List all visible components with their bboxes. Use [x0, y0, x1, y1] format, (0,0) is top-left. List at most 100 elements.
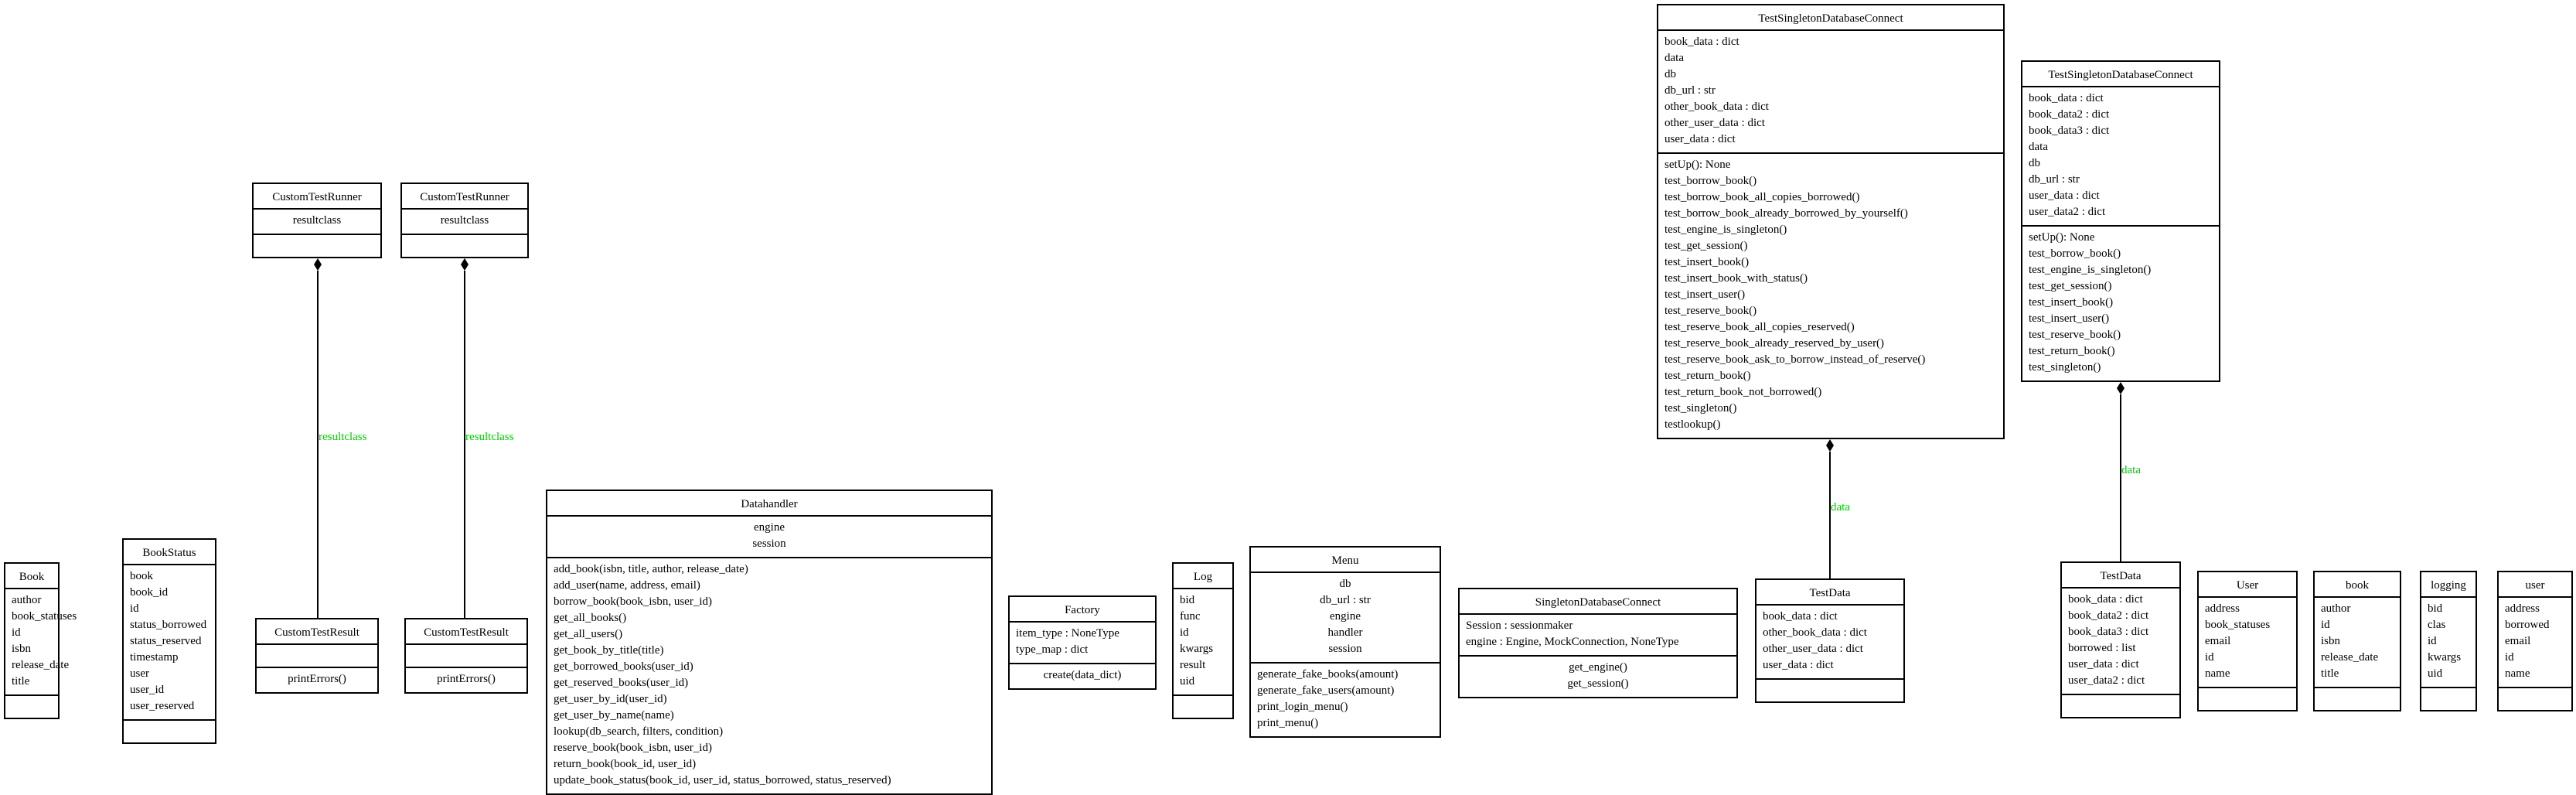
- attribute: Session : sessionmaker: [1466, 619, 1573, 632]
- class-name: TestSingletonDatabaseConnect: [1758, 12, 1903, 25]
- attribute: db_url : str: [1320, 594, 1371, 606]
- methods-section: [2062, 694, 2179, 717]
- attribute: user: [130, 667, 149, 680]
- method: create(data_dict): [1043, 669, 1122, 681]
- attribute: user_data : dict: [2029, 189, 2100, 202]
- attribute: id: [1180, 626, 1189, 639]
- edge-label: data: [1831, 501, 1850, 514]
- attribute: user_id: [130, 684, 165, 696]
- method: print_login_menu(): [1257, 701, 1348, 713]
- attribute: session: [1328, 643, 1362, 655]
- attribute: kwargs: [2428, 651, 2462, 664]
- attribute: email: [2205, 635, 2231, 647]
- method: return_book(book_id, user_id): [554, 758, 697, 770]
- attributes-section: [257, 643, 377, 667]
- method: get_all_users(): [554, 628, 623, 640]
- attribute: book_data3 : dict: [2029, 125, 2110, 137]
- attribute: engine: [754, 521, 785, 534]
- attribute: status_borrowed: [130, 619, 207, 631]
- attribute: user_data : dict: [2068, 658, 2139, 670]
- method: test_get_session(): [1665, 240, 1748, 252]
- attribute: id: [2321, 619, 2330, 631]
- attribute: user_data : dict: [1763, 659, 1834, 671]
- diamond-icon: [461, 258, 469, 271]
- attribute: user_data2 : dict: [2029, 206, 2106, 218]
- attribute: data: [2029, 141, 2048, 153]
- attribute: name: [2505, 667, 2530, 680]
- methods-section: [2315, 687, 2400, 710]
- method: get_engine(): [1569, 661, 1627, 674]
- methods-section: printErrors(): [406, 667, 526, 692]
- attribute: book_data : dict: [2029, 92, 2104, 104]
- edge-label: data: [2121, 464, 2141, 476]
- methods-section: printErrors(): [257, 667, 377, 692]
- method: test_singleton(): [2029, 361, 2101, 374]
- method: get_session(): [1567, 677, 1629, 690]
- attributes-section: resultclass: [402, 208, 527, 234]
- attributes-section: resultclass: [254, 208, 380, 234]
- method: test_insert_user(): [1665, 288, 1746, 301]
- attribute: bid: [2428, 602, 2443, 615]
- methods-section: get_engine() get_session(): [1460, 655, 1736, 697]
- attribute: resultclass: [292, 214, 342, 227]
- attribute: id: [12, 626, 21, 639]
- class-name: user: [2525, 579, 2545, 592]
- method: test_return_book(): [1665, 370, 1751, 382]
- attribute: uid: [2428, 667, 2443, 680]
- attribute: db: [1665, 68, 1676, 80]
- attribute: other_book_data : dict: [1763, 626, 1867, 639]
- class-box: CustomTestRunner resultclass: [400, 183, 529, 258]
- attribute: db: [2029, 157, 2040, 169]
- method: test_engine_is_singleton(): [2029, 264, 2152, 276]
- attribute: book_data2 : dict: [2068, 609, 2149, 622]
- attribute: book_data2 : dict: [2029, 108, 2110, 121]
- class-name: TestData: [2100, 570, 2142, 582]
- methods-section: [5, 694, 58, 718]
- method: generate_fake_books(amount): [1257, 668, 1399, 681]
- attribute: title: [2321, 667, 2339, 680]
- class-name: CustomTestRunner: [420, 191, 509, 203]
- attribute: borrowed : list: [2068, 642, 2136, 654]
- class-name: SingletonDatabaseConnect: [1535, 596, 1661, 609]
- method: printErrors(): [288, 673, 346, 685]
- attribute: book_statuses: [2205, 619, 2271, 631]
- attribute: title: [12, 675, 30, 688]
- attribute: uid: [1180, 675, 1195, 688]
- attribute: book_id: [130, 586, 169, 599]
- attribute: other_user_data : dict: [1763, 643, 1863, 655]
- method: lookup(db_search, filters, condition): [554, 725, 724, 738]
- method: setUp(): None: [1665, 159, 1731, 171]
- method: generate_fake_users(amount): [1257, 684, 1395, 697]
- diamond-icon: [314, 258, 322, 271]
- class-name: Log: [1193, 571, 1213, 583]
- attribute: kwargs: [1180, 643, 1214, 655]
- method: printErrors(): [437, 673, 496, 685]
- method: test_return_book(): [2029, 345, 2115, 357]
- diamond-icon: [1826, 439, 1834, 452]
- methods-section: [2421, 687, 2475, 710]
- methods-section: add_book(isbn, title, author, release_da…: [547, 557, 991, 793]
- method: get_book_by_title(title): [554, 644, 664, 657]
- attribute: email: [2505, 635, 2531, 647]
- class-name: BookStatus: [142, 547, 196, 559]
- attribute: name: [2205, 667, 2230, 680]
- attribute: book_statuses: [12, 610, 77, 623]
- method: test_reserve_book(): [2029, 329, 2121, 341]
